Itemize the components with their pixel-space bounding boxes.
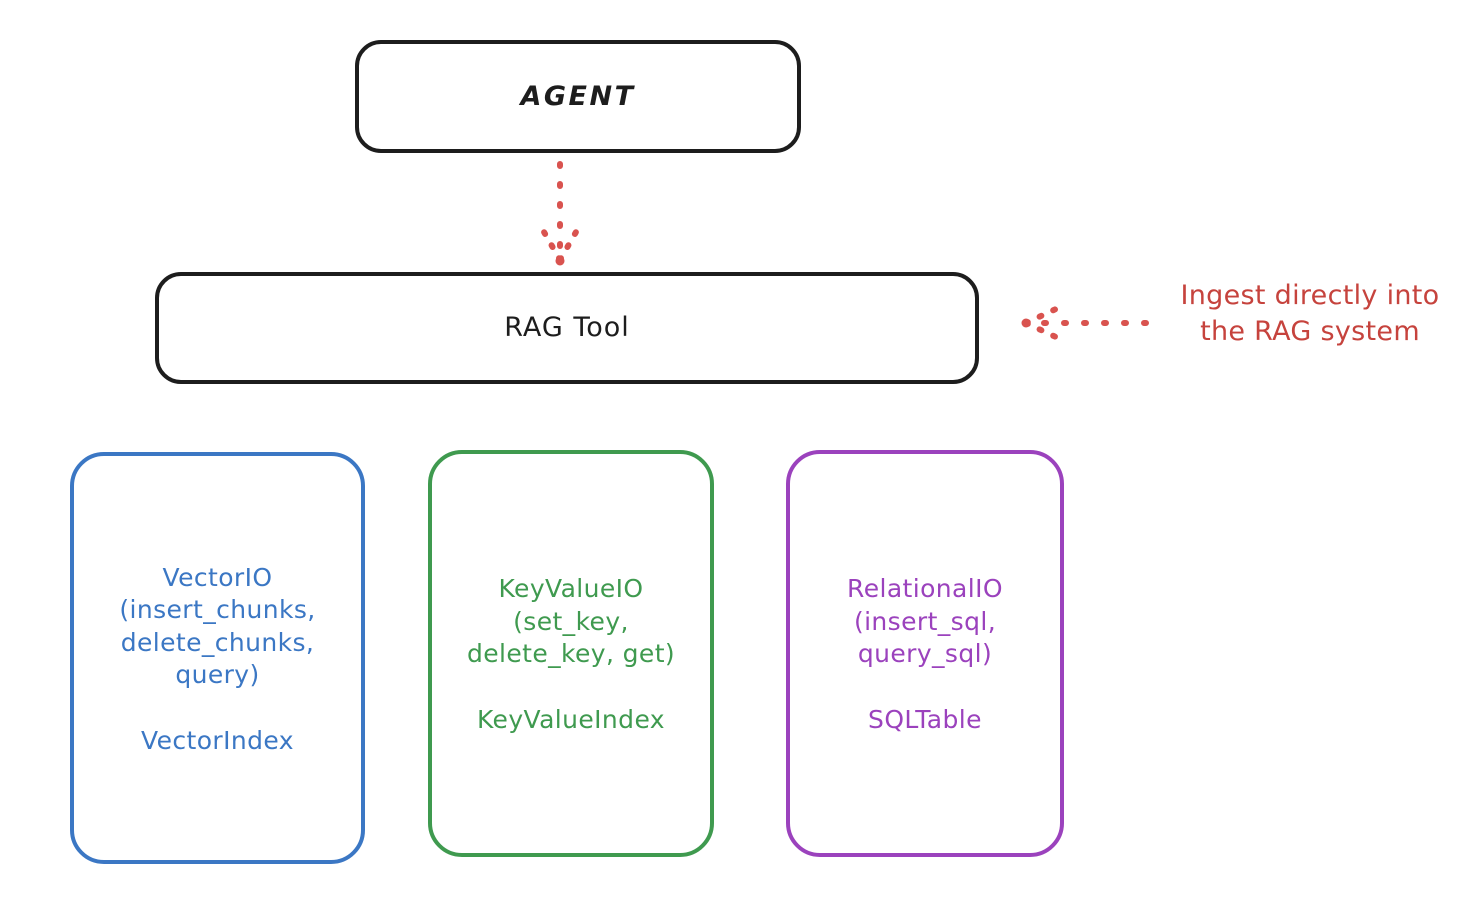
ingest-annotation-arrow [1021,305,1149,341]
vectorio-node-sublabel: VectorIndex [141,725,294,755]
relationalio-node-sublabel: SQLTable [868,704,982,734]
agent-to-rag-tool-arrow [541,161,579,266]
relationalio-node-label: RelationalIO (insert_sql, query_sql) [847,574,1003,669]
ingest-annotation-text: Ingest directly into the RAG system [1180,280,1440,348]
keyvalueio-node-label: KeyValueIO (set_key, delete_key, get) [466,574,676,669]
keyvalueio-node[interactable]: KeyValueIO (set_key, delete_key, get) Ke… [428,450,714,857]
relationalio-node[interactable]: RelationalIO (insert_sql, query_sql) SQL… [786,450,1064,857]
keyvalueio-node-sublabel: KeyValueIndex [476,704,665,734]
agent-node[interactable]: AGENT [355,40,801,153]
agent-node-label: AGENT [520,80,636,112]
vectorio-node[interactable]: VectorIO (insert_chunks, delete_chunks, … [70,452,365,864]
vectorio-node-label: VectorIO (insert_chunks, delete_chunks, … [119,562,316,690]
rag-tool-node[interactable]: RAG Tool [155,272,979,384]
rag-tool-node-label: RAG Tool [504,312,630,344]
